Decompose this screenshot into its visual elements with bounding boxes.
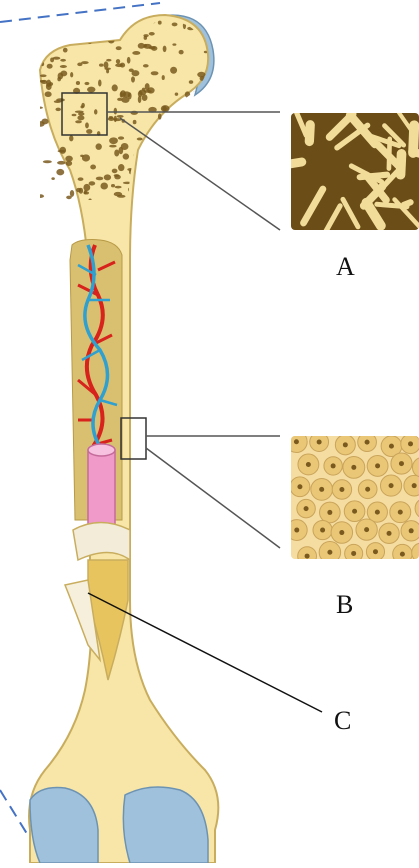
- label-a: A: [336, 252, 355, 282]
- magnified-spongy-bone: [268, 104, 419, 234]
- magnified-compact-bone: [286, 431, 419, 565]
- pink-cylinder: [88, 444, 115, 530]
- leader-b-bottom: [146, 448, 280, 548]
- leader-a-bottom: [120, 118, 280, 230]
- dashed-line-top: [0, 3, 160, 22]
- bone-outline: [29, 15, 218, 863]
- label-c: C: [334, 706, 351, 736]
- label-b: B: [336, 590, 353, 620]
